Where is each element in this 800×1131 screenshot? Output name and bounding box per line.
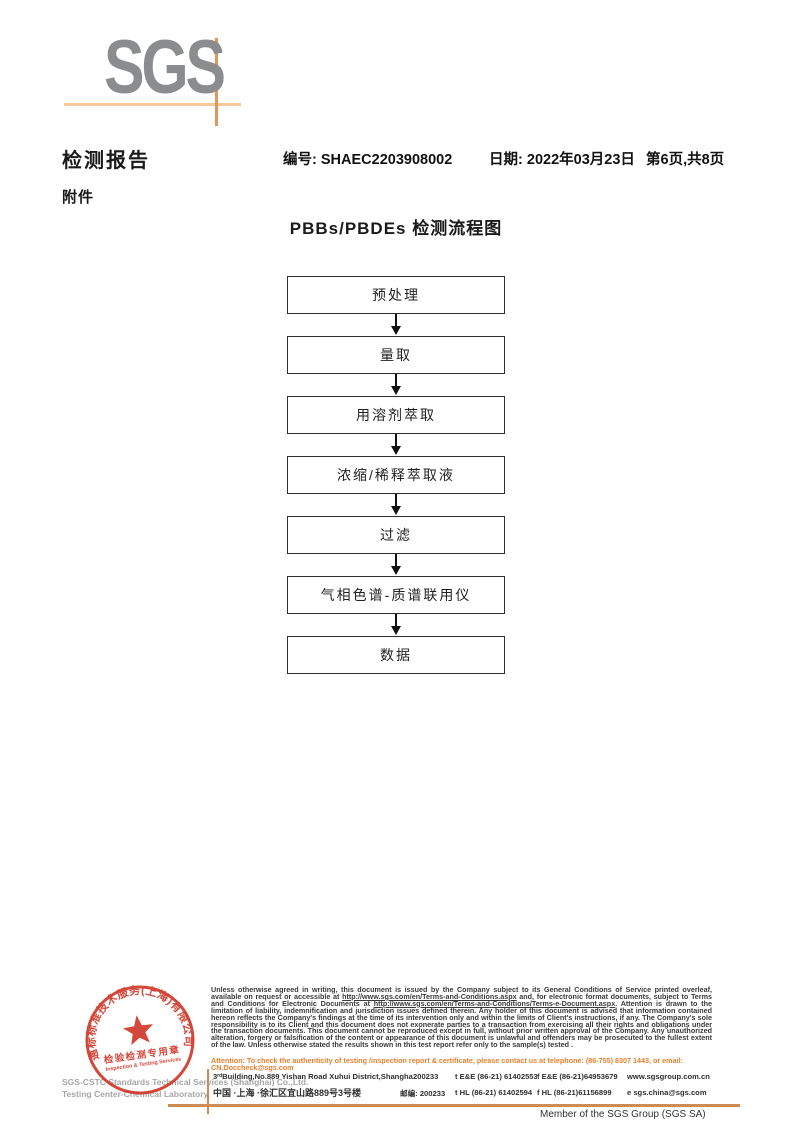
- attention-notice: Attention: To check the authenticity of …: [211, 1056, 683, 1072]
- flow-step-measure: 量取: [287, 336, 505, 374]
- address-cn: 中国 ·上海 ·徐汇区宜山路889号3号楼: [213, 1088, 362, 1098]
- footer-horizontal-rule: [168, 1104, 740, 1107]
- flow-arrow-icon: [287, 494, 505, 516]
- report-title: 检测报告: [62, 150, 150, 172]
- logo-vertical-line: [215, 38, 218, 126]
- seal-star-icon: [123, 1015, 154, 1046]
- sgs-logo-text: SGS: [104, 25, 226, 110]
- flow-step-concentrate-dilute: 浓缩/稀释萃取液: [287, 456, 505, 494]
- inspection-seal-stamp-icon: 通标标准技术服务(上海)有限公司 检验检测专用章 Inspection & Te…: [76, 978, 197, 1095]
- flow-arrow-icon: [287, 554, 505, 576]
- report-date: 日期: 2022年03月23日: [489, 148, 635, 169]
- postcode-en: 200233: [413, 1072, 439, 1081]
- email-link[interactable]: e sgs.china@sgs.com: [627, 1088, 707, 1097]
- telephone-en: t E&E (86-21) 61402553: [455, 1072, 537, 1081]
- report-number: 编号: SHAEC2203908002: [283, 148, 452, 169]
- address-en: 3ʳᵈBuilding,No.889 Yishan Road Xuhui Dis…: [213, 1072, 413, 1081]
- flow-step-solvent-extraction: 用溶剂萃取: [287, 396, 505, 434]
- postcode-cn: 邮编: 200233: [400, 1089, 446, 1098]
- legal-text: and, for electronic format documents, su…: [211, 991, 712, 1008]
- flow-arrow-icon: [287, 434, 505, 456]
- fax-cn: f HL (86-21)61156899: [537, 1088, 612, 1097]
- logo-horizontal-line: [64, 103, 241, 106]
- attachment-label: 附件: [62, 189, 95, 206]
- flow-step-filter: 过滤: [287, 516, 505, 554]
- website-link[interactable]: www.sgsgroup.com.cn: [627, 1072, 710, 1081]
- fax-en: f E&E (86-21)64953679: [537, 1072, 618, 1081]
- report-number-label: 编号:: [283, 152, 317, 168]
- flow-arrow-icon: [287, 374, 505, 396]
- flow-step-pretreatment: 预处理: [287, 276, 505, 314]
- report-date-value: 2022年03月23日: [526, 152, 635, 168]
- terms-url-link[interactable]: http://www.sgs.com/en/Terms-and-Conditio…: [342, 991, 517, 1001]
- sgs-group-member-note: Member of the SGS Group (SGS SA): [540, 1109, 706, 1120]
- address-row-cn: 中国 ·上海 ·徐汇区宜山路889号3号楼 邮编: 200233 t HL (8…: [213, 1086, 713, 1099]
- report-date-label: 日期:: [489, 152, 523, 168]
- footer-vertical-divider: [207, 1069, 209, 1114]
- company-name: SGS-CSTC Standards Technical Services (S…: [62, 1077, 309, 1087]
- flow-step-data: 数据: [287, 636, 505, 674]
- telephone-cn: t HL (86-21) 61402594: [455, 1088, 533, 1097]
- flowchart-title: PBBs/PBDEs 检测流程图: [289, 219, 503, 238]
- flowchart: 预处理 量取 用溶剂萃取 浓缩/稀释萃取液 过滤 气相色谱-质谱联用仪 数据: [287, 276, 505, 674]
- page-indicator: 第6页,共8页: [646, 152, 725, 168]
- legal-text: Unless otherwise agreed in writing, this…: [211, 985, 712, 1001]
- flow-arrow-icon: [287, 314, 505, 336]
- flow-step-gcms: 气相色谱-质谱联用仪: [287, 576, 505, 614]
- legal-disclaimer: Unless otherwise agreed in writing, this…: [211, 985, 712, 1050]
- flow-arrow-icon: [287, 614, 505, 636]
- legal-text: . Attention is drawn to the limitation o…: [211, 998, 712, 1050]
- report-number-value: SHAEC2203908002: [320, 152, 453, 168]
- address-row-en: 3ʳᵈBuilding,No.889 Yishan Road Xuhui Dis…: [213, 1072, 713, 1081]
- sgs-logo: SGS: [0, 0, 260, 140]
- terms-e-document-url-link[interactable]: http://www.sgs.com/en/Terms-and-Conditio…: [373, 998, 616, 1008]
